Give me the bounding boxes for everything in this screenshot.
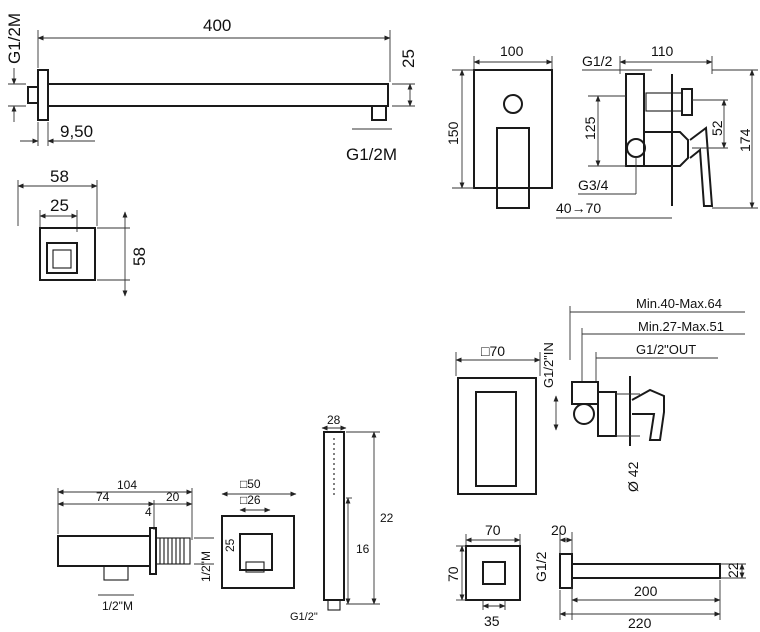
hand-shower-view: 28 22 16 G1/2" xyxy=(290,413,394,623)
flange-square xyxy=(39,227,96,281)
elbow-thread-side-lines xyxy=(159,538,185,564)
spout-length-label: 220 xyxy=(628,615,652,631)
elbow-thread-side xyxy=(155,537,191,565)
plate-diverter-knob xyxy=(503,94,523,114)
elbow-plate-thread xyxy=(245,561,265,573)
plate-width-label: 100 xyxy=(500,43,524,59)
flange-thread xyxy=(52,249,72,269)
elbow-plate-view: □50 □26 25 xyxy=(221,477,297,589)
spout-body xyxy=(571,563,721,579)
spout-thread-label: G1/2 xyxy=(533,551,549,582)
front-plate-label: □70 xyxy=(481,343,505,359)
body-valve-top-end xyxy=(681,88,693,116)
body-lever xyxy=(689,126,714,207)
side-mid-depth-label: Min.27-Max.51 xyxy=(638,319,724,334)
single-mixer-front-view: □70 xyxy=(455,343,541,495)
arm-flange-view: 58 25 58 xyxy=(17,167,149,297)
side-valve-top xyxy=(571,381,599,405)
single-mixer-side-view: Min.40-Max.64 Min.27-Max.51 G1/2"OUT G1/… xyxy=(541,296,745,492)
arm-tube xyxy=(47,83,389,107)
front-lever xyxy=(475,391,517,487)
elbow-plate-outline xyxy=(221,515,295,589)
elbow-plate-height-label: 25 xyxy=(223,538,237,552)
elbow-total-label: 104 xyxy=(117,478,137,492)
hand-shower-width-label: 28 xyxy=(327,413,341,427)
body-valve-top xyxy=(645,92,683,112)
mixer-plate-view: 100 150 xyxy=(445,43,553,209)
body-box xyxy=(625,73,645,167)
spout-plate-inner-label: 35 xyxy=(484,613,500,629)
side-body xyxy=(597,391,617,437)
flange-height-label: 58 xyxy=(130,247,149,266)
elbow-plate-inner-square xyxy=(239,533,273,571)
side-valve-round xyxy=(573,403,595,425)
body-depth-label: 110 xyxy=(651,43,674,59)
spout-plate-view: 70 70 35 xyxy=(445,522,521,629)
arm-offset-label: 9,50 xyxy=(60,122,93,141)
elbow-thread-bottom-label: 1/2"M xyxy=(102,599,133,613)
arm-outlet-thread-label: G1/2M xyxy=(346,145,397,164)
spout-plate-inner-square xyxy=(482,561,506,585)
hand-shower-length-label: 22 xyxy=(380,511,394,525)
side-lever xyxy=(631,388,665,441)
side-max-depth-label: Min.40-Max.64 xyxy=(636,296,722,311)
body-d174-label: 174 xyxy=(737,128,753,152)
arm-wall-thread xyxy=(27,86,39,104)
elbow-plate-outer-label: □50 xyxy=(240,477,261,491)
flange-inner-label: 25 xyxy=(50,196,69,215)
elbow-thread-side-label: 1/2"M xyxy=(199,551,213,582)
outlet-elbow-view: 104 74 20 4 1/2"M 1/2"M xyxy=(57,478,214,613)
spout-projection-label: 200 xyxy=(634,583,658,599)
elbow-d74-label: 74 xyxy=(96,490,110,504)
plate-lever xyxy=(496,127,530,209)
elbow-d20-label: 20 xyxy=(166,490,180,504)
shower-arm-view: 400 G1/2M 25 9,50 G1/2M xyxy=(5,13,418,164)
body-d52-label: 52 xyxy=(709,120,725,136)
hand-shower-thread-label: G1/2" xyxy=(290,611,318,623)
spout-plate-width-label: 70 xyxy=(485,522,501,538)
plate-outline xyxy=(473,69,553,189)
side-diameter-label: Ø 42 xyxy=(625,461,641,492)
body-thread-bottom-label: G3/4 xyxy=(578,177,609,193)
body-d125-label: 125 xyxy=(582,116,598,140)
spout-plate-height-label: 70 xyxy=(445,566,461,582)
elbow-plate-inner-label: □26 xyxy=(240,493,261,507)
flange-width-label: 58 xyxy=(50,167,69,186)
elbow-body xyxy=(57,535,151,567)
arm-wall-flange xyxy=(37,69,49,121)
hand-shower-lower-label: 16 xyxy=(356,542,370,556)
hand-shower-thread xyxy=(327,599,341,611)
elbow-d4-label: 4 xyxy=(145,505,152,519)
flange-inner-square xyxy=(46,242,78,274)
arm-outlet-thread xyxy=(371,105,387,121)
body-valve-round xyxy=(626,138,646,158)
arm-length-label: 400 xyxy=(203,16,231,35)
spout-height-label: 22 xyxy=(725,562,741,578)
side-out-thread-label: G1/2"OUT xyxy=(636,342,696,357)
elbow-flange xyxy=(149,527,157,575)
mixer-body-view: 110 G1/2 125 52 174 G3/4 40→70 xyxy=(556,43,758,219)
body-thread-top-label: G1/2 xyxy=(582,53,613,69)
elbow-thread-bottom xyxy=(103,565,129,581)
spout-d20-label: 20 xyxy=(551,522,567,538)
front-plate-outline xyxy=(457,377,537,495)
side-in-thread-label: G1/2"IN xyxy=(541,342,556,388)
spout-plate-outline xyxy=(465,545,521,601)
arm-thread-left-label: G1/2M xyxy=(5,13,24,64)
body-range-label: 40→70 xyxy=(556,200,601,216)
body-cartridge xyxy=(644,131,689,167)
hand-shower-body xyxy=(323,431,345,601)
arm-height-label: 25 xyxy=(399,49,418,68)
spout-wall-part xyxy=(559,553,573,589)
plate-height-label: 150 xyxy=(445,121,461,145)
spout-view: 20 G1/2 22 200 220 xyxy=(533,522,746,631)
